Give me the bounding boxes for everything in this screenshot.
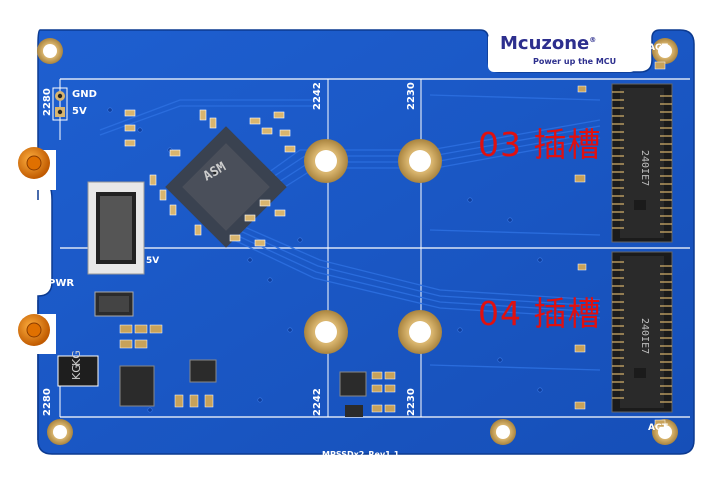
slot-label-03: 03 插槽 bbox=[478, 125, 602, 164]
size-2280-top: 2280 bbox=[42, 88, 53, 116]
brand-tagline: Power up the MCU bbox=[533, 57, 617, 66]
socket-top-code: 240IE7 bbox=[639, 150, 650, 187]
screw-standoffs bbox=[18, 147, 50, 346]
m2-socket-bottom bbox=[611, 251, 673, 413]
slot-label-04: 04 插槽 bbox=[478, 294, 602, 333]
power-section: KG bbox=[57, 291, 367, 417]
ffc-connector bbox=[87, 181, 145, 275]
act-top-label: ACT bbox=[648, 43, 668, 53]
size-2280-bottom: 2280 bbox=[42, 388, 53, 416]
socket-bottom-code: 240IE7 bbox=[639, 318, 650, 355]
svg-text:KG: KG bbox=[70, 364, 83, 380]
brand-logo: Mcuzone® bbox=[500, 33, 597, 54]
size-2230-bottom: 2230 bbox=[406, 388, 417, 416]
brand-plate bbox=[488, 32, 636, 72]
mounting-holes bbox=[37, 38, 678, 445]
size-2242-bottom: 2242 bbox=[312, 388, 323, 416]
pwr-label: PWR bbox=[48, 278, 75, 289]
5v-connector-label: 5V bbox=[146, 256, 160, 266]
model-label: MPSSDx2_Rev1.1 bbox=[322, 450, 400, 459]
diode-marking: KG bbox=[70, 350, 83, 366]
gnd-label: GND bbox=[72, 89, 97, 100]
controller-chip: ASM bbox=[165, 126, 287, 248]
5v-header-label: 5V bbox=[72, 106, 87, 117]
act-bottom-label: ACT bbox=[648, 423, 668, 433]
size-2242-top: 2242 bbox=[312, 82, 323, 110]
size-2230-top: 2230 bbox=[406, 82, 417, 110]
m2-socket-top bbox=[611, 83, 673, 243]
